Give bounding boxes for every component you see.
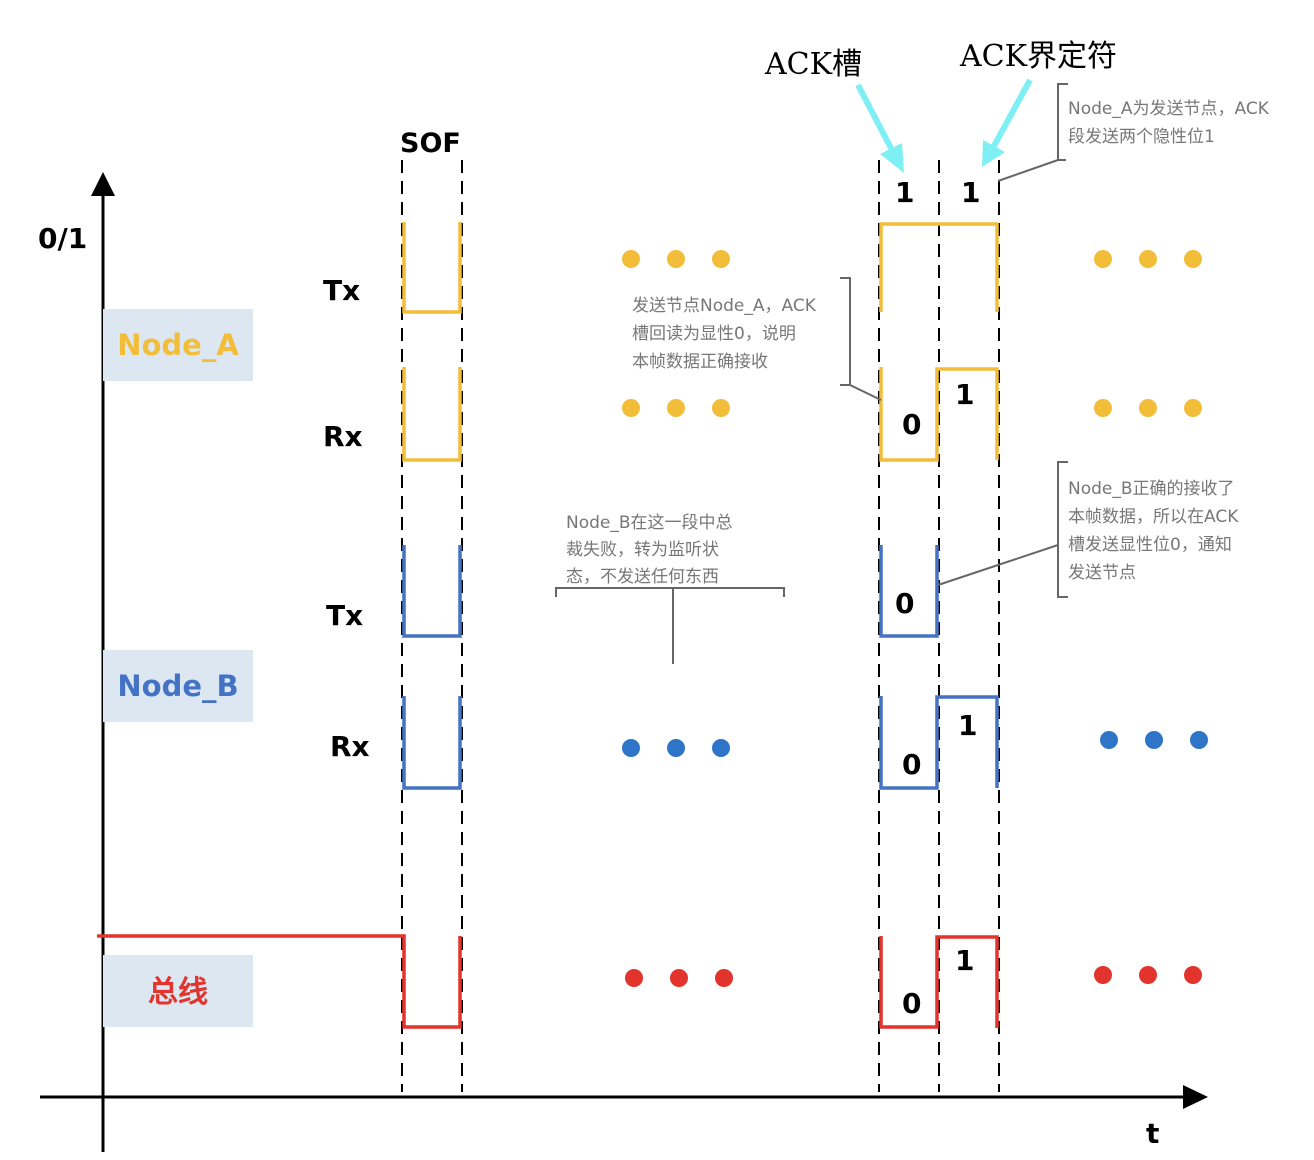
y-axis-label: 0/1 [38,222,87,255]
note-node-b-ack-line-3: 槽发送显性位0，通知 [1068,535,1232,555]
node-a-label: Node_A [117,328,239,362]
note-node-b-ack: Node_B正确的接收了 本帧数据，所以在ACK 槽发送显性位0，通知 发送节点 [937,461,1239,598]
y-axis-arrowhead [91,172,115,196]
note-node-b-ack-line-4: 发送节点 [1068,563,1136,583]
node-a-rx-waveform [402,367,999,462]
note-node-a-ack-line-2: 槽回读为显性0，说明 [632,324,796,344]
bus-ellipsis [625,966,1202,987]
bus-waveform [97,934,999,1029]
node-b-tx-waveform [402,545,939,638]
note-node-b-lost-line-1: Node_B在这一段中总 [566,513,733,533]
note-node-b-ack-line-1: Node_B正确的接收了 [1068,479,1235,499]
note-top-right-line-1: Node_A为发送节点，ACK [1068,99,1270,119]
note-node-b-lost-line-3: 态，不发送任何东西 [566,567,719,587]
node-b-rx-waveform [402,695,999,790]
a-rx-ack-delimiter-bit: 1 [955,378,974,411]
node-b-label-box [103,650,253,722]
node-b-label: Node_B [117,669,238,703]
x-axis-label: t [1146,1117,1159,1150]
node-a-rx-label: Rx [323,420,363,453]
b-rx-ack-slot-bit: 0 [902,748,921,781]
ack-delimiter-arrow-icon [982,78,1033,167]
ack-delimiter-label: ACK界定符 [959,39,1117,74]
timing-guides [401,160,1000,1092]
b-rx-ack-delimiter-bit: 1 [958,709,977,742]
a-tx-ack-delimiter-bit: 1 [961,176,980,209]
bus-label-box [103,955,253,1027]
node-a-tx-waveform [402,222,999,314]
bus-label: 总线 [148,975,208,1010]
note-node-a-ack-line-3: 本帧数据正确接收 [632,352,768,372]
node-a-tx-ellipsis [622,250,1202,268]
x-axis-arrowhead [1183,1085,1208,1109]
note-node-a-ack: 发送节点Node_A，ACK 槽回读为显性0，说明 本帧数据正确接收 [632,277,882,401]
sof-label: SOF [400,128,461,159]
ack-slot-arrow-icon [855,83,904,173]
node-b-tx-label: Tx [326,599,363,632]
note-top-right: Node_A为发送节点，ACK 段发送两个隐性位1 [997,83,1270,182]
node-a-tx-label: Tx [323,274,360,307]
node-b-rx-ellipsis [622,731,1208,757]
a-tx-ack-slot-bit: 1 [895,176,914,209]
b-tx-ack-slot-bit: 0 [895,587,914,620]
note-node-b-lost-line-2: 裁失败，转为监听状 [566,540,719,560]
note-node-b-ack-line-2: 本帧数据，所以在ACK [1068,507,1239,527]
node-b-rx-label: Rx [330,730,370,763]
bus-ack-slot-bit: 0 [902,987,921,1020]
ack-slot-label: ACK槽 [764,47,862,82]
a-rx-ack-slot-bit: 0 [902,408,921,441]
note-node-a-ack-line-1: 发送节点Node_A，ACK [632,296,817,316]
node-a-label-box [103,309,253,381]
note-node-b-lost: Node_B在这一段中总 裁失败，转为监听状 态，不发送任何东西 [555,513,785,664]
bus-ack-delimiter-bit: 1 [955,944,974,977]
node-a-rx-ellipsis [622,399,1202,417]
note-top-right-line-2: 段发送两个隐性位1 [1068,127,1215,147]
